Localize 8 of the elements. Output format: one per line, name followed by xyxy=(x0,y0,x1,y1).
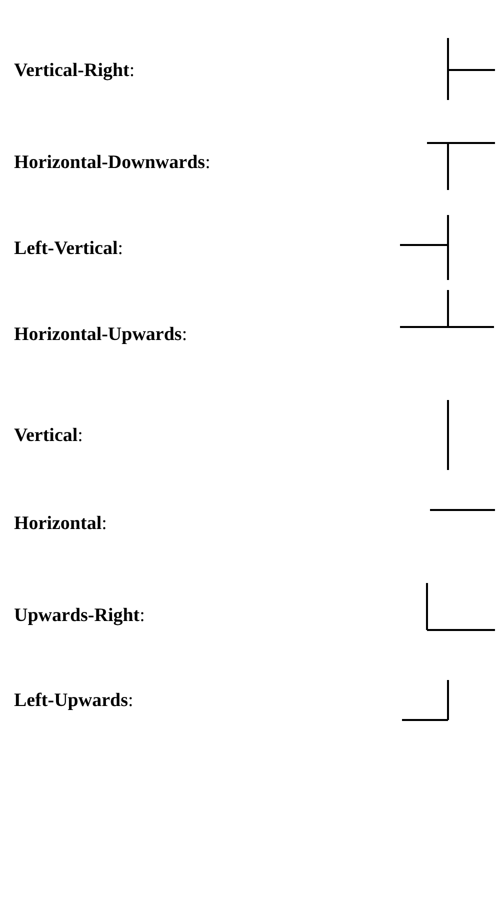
line-type-label: Vertical-Right: xyxy=(14,60,135,82)
line-type-label: Horizontal-Downwards: xyxy=(14,152,210,174)
line-type-label: Vertical: xyxy=(14,425,83,447)
line-type-label: Horizontal-Upwards: xyxy=(14,324,188,346)
line-type-label: Upwards-Right: xyxy=(14,605,145,627)
line-type-label: Left-Upwards: xyxy=(14,690,134,712)
line-type-label: Left-Vertical: xyxy=(14,238,124,260)
line-type-label: Horizontal: xyxy=(14,513,107,535)
